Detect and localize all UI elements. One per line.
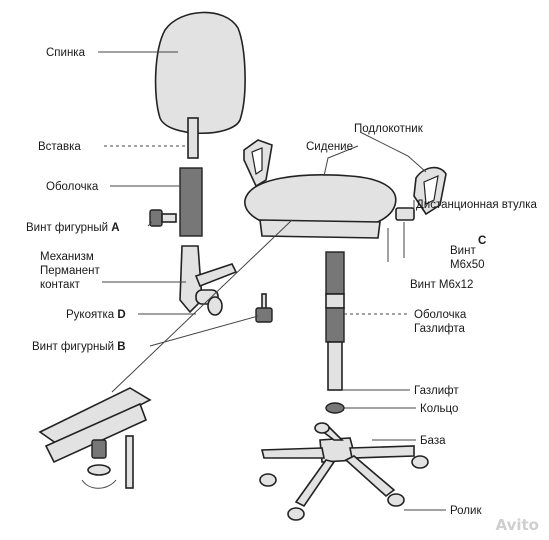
label-letter-d: D (117, 309, 126, 321)
label-spinka: Спинка (46, 47, 85, 59)
label-podlokotnik: Подлокотник (354, 123, 423, 135)
label-sidenie: Сидение (306, 141, 354, 153)
label-rolik: Ролик (450, 505, 482, 517)
gaslift-shell-lower (325, 307, 345, 343)
spacer-sleeve (395, 207, 415, 221)
casters (259, 422, 429, 521)
label-vint-m6x50: Винт М6х50 (450, 245, 485, 271)
shell-sleeve (179, 167, 203, 237)
gaslift-shell-mid (325, 293, 345, 309)
gaslift-shell-top (325, 251, 345, 295)
base (260, 423, 415, 508)
label-obolochka: Оболочка (46, 181, 99, 193)
label-vint-a-text: Винт фигурный (26, 222, 109, 234)
figured-screw-b (255, 293, 273, 323)
label-letter-a: A (111, 222, 120, 234)
figured-screw-a (149, 209, 177, 227)
label-baza: База (420, 435, 446, 447)
label-distancionnaya: Дистанционная втулка (416, 199, 537, 211)
label-mekhanizm: Механизм Перманент контакт (40, 251, 100, 291)
seat-underside (259, 219, 381, 239)
label-rukoyatka: Рукоятка D (66, 308, 126, 322)
backrest (154, 11, 246, 135)
label-vstavka: Вставка (38, 141, 81, 153)
label-vint-a: Винт фигурный A (26, 221, 120, 235)
gaslift-cylinder (327, 341, 343, 391)
label-vint-b-text: Винт фигурный (32, 341, 115, 353)
avito-watermark: Avito (495, 516, 539, 534)
label-letter-c-wrap: C (478, 234, 486, 248)
insert-bar (187, 117, 199, 159)
label-vint-m6x12: Винт М6х12 (410, 279, 474, 291)
label-rukoyatka-text: Рукоятка (66, 309, 115, 321)
label-vint-b: Винт фигурный B (32, 340, 126, 354)
label-kolco: Кольцо (420, 403, 459, 415)
label-letter-b: B (117, 341, 126, 353)
detail-inset (38, 387, 152, 489)
label-obolochka-gazlifta: Оболочка Газлифта (414, 309, 467, 335)
label-gazlift: Газлифт (414, 385, 459, 397)
label-letter-c: C (478, 235, 487, 247)
ring (325, 402, 345, 414)
mechanism-permanent-contact (179, 245, 238, 316)
